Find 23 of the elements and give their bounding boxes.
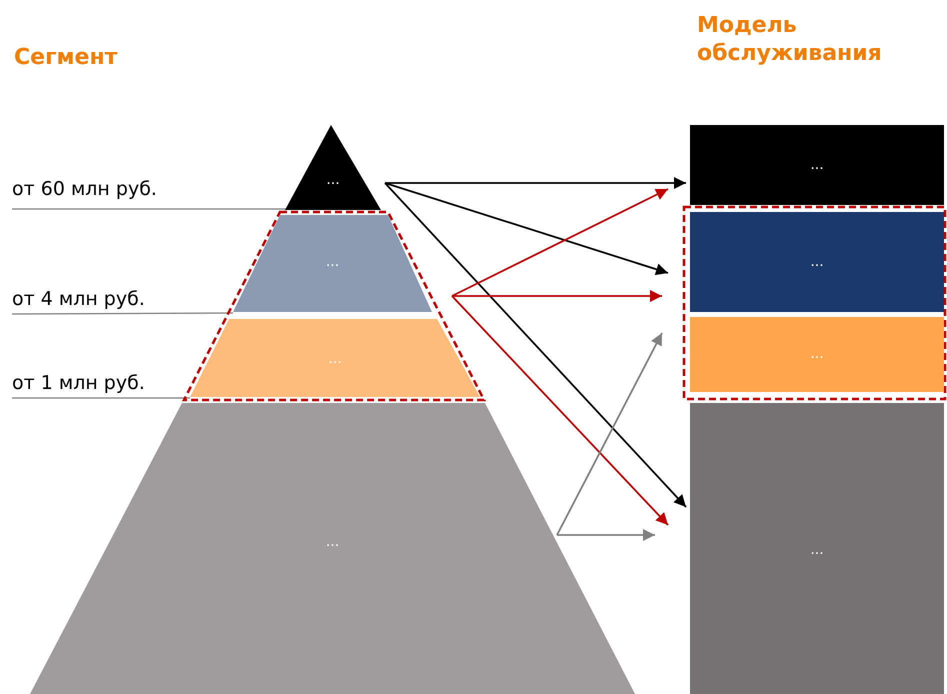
arrow xyxy=(557,529,655,541)
arrow xyxy=(385,177,686,189)
placeholder-text: ... xyxy=(809,157,825,173)
threshold-label: от 4 млн руб. xyxy=(12,288,145,310)
placeholder-text: ... xyxy=(324,254,340,270)
leader-line xyxy=(12,397,190,399)
threshold-label: от 60 млн руб. xyxy=(12,178,157,200)
placeholder-text: ... xyxy=(809,346,825,362)
threshold-label: от 1 млн руб. xyxy=(12,372,145,394)
arrow xyxy=(384,182,668,276)
arrow xyxy=(451,295,669,526)
placeholder-text: ... xyxy=(327,351,343,367)
arrow xyxy=(556,332,663,536)
placeholder-text: ... xyxy=(809,254,825,270)
placeholder-text: ... xyxy=(324,534,340,550)
arrow xyxy=(452,188,668,297)
placeholder-text: ... xyxy=(809,542,825,558)
column-heading: Сегмент xyxy=(14,44,118,72)
arrow xyxy=(452,290,662,302)
placeholder-text: ... xyxy=(325,172,341,188)
column-heading: Модель обслуживания xyxy=(697,12,883,68)
leader-line xyxy=(12,312,233,315)
arrow xyxy=(384,182,687,508)
